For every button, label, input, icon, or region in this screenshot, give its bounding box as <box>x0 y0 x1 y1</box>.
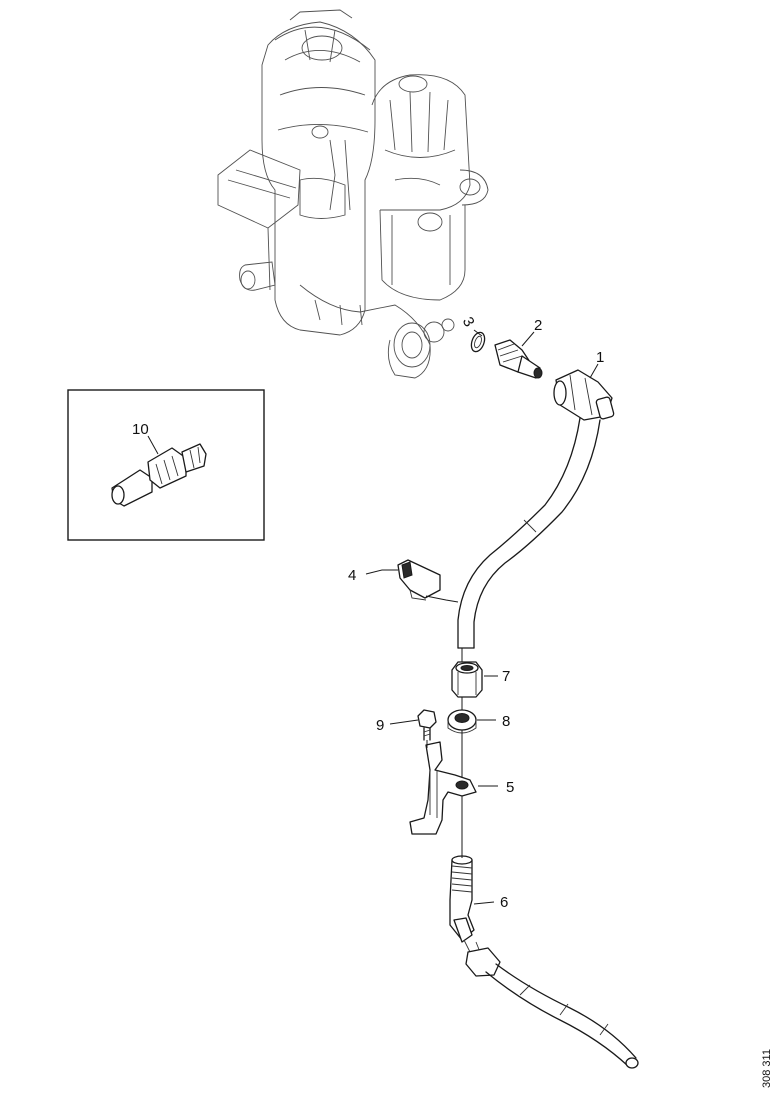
callout-9: 9 <box>376 717 384 734</box>
callout-10: 10 <box>132 421 149 438</box>
part-6-connector <box>449 855 475 943</box>
leader-1 <box>589 363 599 379</box>
pump-assembly <box>217 9 489 379</box>
leader-2 <box>521 331 535 347</box>
fuel-pipe <box>463 939 639 1069</box>
callout-6: 6 <box>500 894 508 911</box>
leader-6 <box>473 901 495 905</box>
part-10-fitting <box>111 435 207 507</box>
callout-7: 7 <box>502 668 510 685</box>
part-4-hose-clip <box>397 559 459 603</box>
part-7-union-nut <box>451 661 483 698</box>
part-8-nut <box>447 709 477 734</box>
callout-2: 2 <box>534 317 542 334</box>
leader-3 <box>473 329 483 337</box>
drawing-code: 308 311 <box>761 1049 773 1088</box>
callout-4: 4 <box>348 567 356 584</box>
part-9-screw <box>417 709 437 741</box>
part-2-adapter-fitting <box>494 339 543 379</box>
part-5-bracket <box>409 741 477 835</box>
callout-3: 3 <box>459 314 478 330</box>
callout-8: 8 <box>502 713 510 730</box>
callout-5: 5 <box>506 779 514 796</box>
leader-9 <box>389 719 419 725</box>
callout-1: 1 <box>596 349 604 366</box>
leader-4 <box>365 569 398 575</box>
part-3-oring <box>470 331 486 353</box>
inset-box-part-10 <box>67 389 265 541</box>
fuel-hose <box>457 417 601 649</box>
part-1-hose-fitting <box>553 369 615 421</box>
